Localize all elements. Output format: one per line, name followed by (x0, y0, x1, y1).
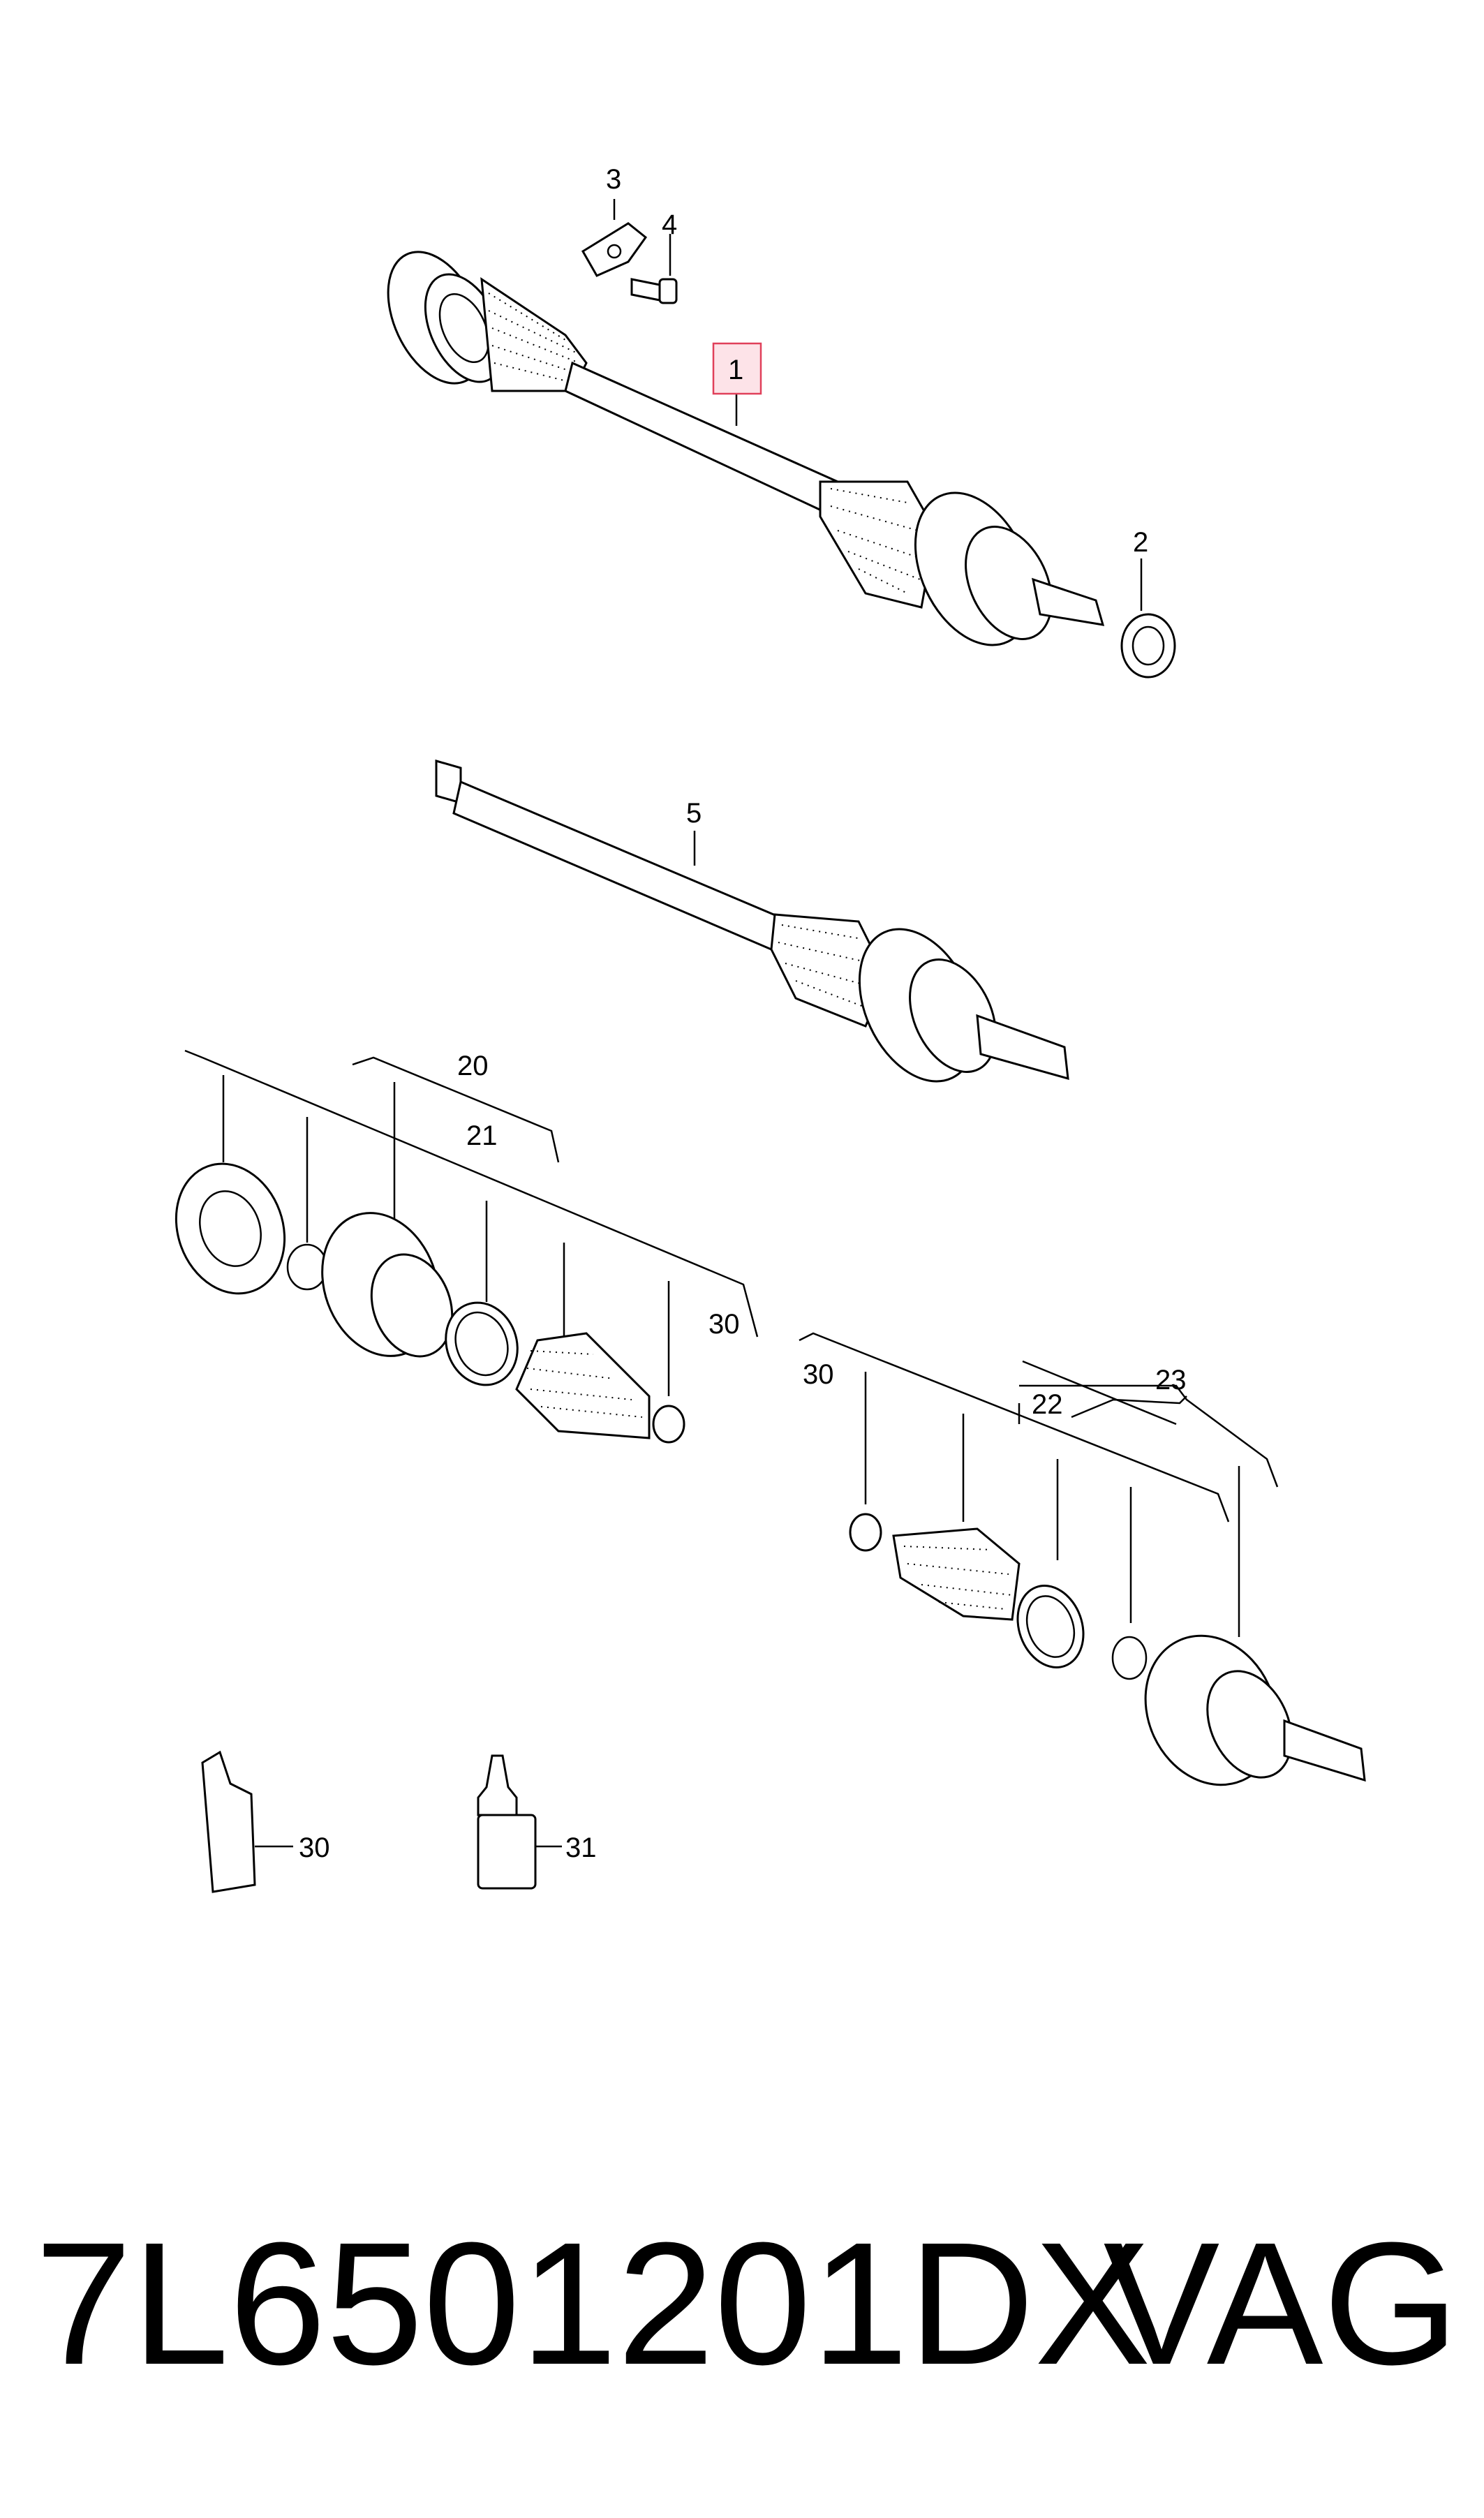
callout-30-right: 30 (803, 1359, 834, 1390)
brand-name: VAG (1103, 2206, 1459, 2401)
part-number: 7L6501201DX (35, 2206, 1151, 2401)
caption: 7L6501201DX VAG (35, 2206, 1459, 2401)
grease-tube (201, 1750, 293, 1893)
callout-1: 1 (728, 355, 743, 385)
drive-shaft-assembly (387, 222, 1176, 679)
callout-20: 20 (457, 1051, 489, 1081)
callout-30-tube: 30 (299, 1832, 330, 1863)
callout-31: 31 (565, 1832, 597, 1863)
callout-2: 2 (1133, 527, 1148, 558)
callout-21: 21 (466, 1120, 498, 1151)
callout-3: 3 (606, 164, 621, 195)
boot-kit-left (175, 1049, 759, 1444)
callout-22: 22 (1032, 1389, 1063, 1420)
callout-5: 5 (686, 798, 702, 829)
shaft-with-joint (435, 760, 1069, 1083)
callout-4: 4 (662, 209, 677, 240)
callout-23: 23 (1155, 1365, 1187, 1395)
highlight-box-part-1 (712, 342, 762, 395)
callout-30-left: 30 (708, 1309, 740, 1340)
sealant-bottle (477, 1754, 562, 1890)
boot-kit-right (799, 1332, 1366, 1786)
